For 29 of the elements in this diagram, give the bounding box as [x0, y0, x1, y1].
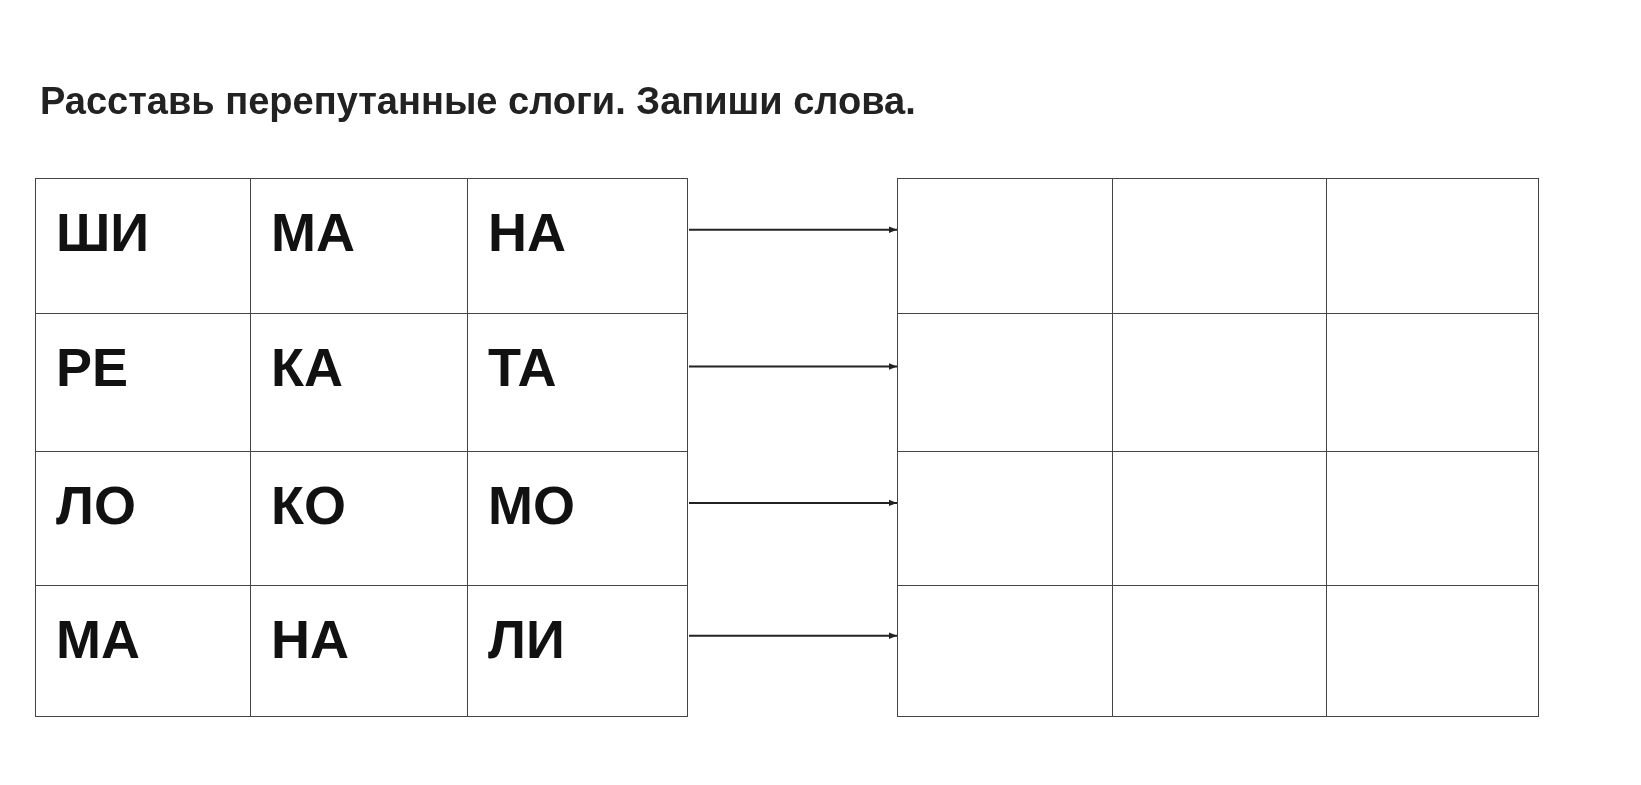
- syllable-cell: МО: [468, 452, 688, 586]
- syllable-cell: РЕ: [35, 314, 251, 452]
- syllable-cell: ЛО: [35, 452, 251, 586]
- answer-cell: [1327, 452, 1539, 586]
- syllable-cell: МА: [35, 586, 251, 717]
- answer-cell: [897, 586, 1113, 717]
- arrow: [688, 226, 898, 233]
- syllable-cell: ТА: [468, 314, 688, 452]
- syllable-cell: НА: [251, 586, 468, 717]
- answer-cell: [1113, 452, 1327, 586]
- answer-cell: [1327, 586, 1539, 717]
- answer-cell: [1113, 178, 1327, 314]
- arrow: [688, 499, 898, 507]
- syllable-cell: ЛИ: [468, 586, 688, 717]
- syllable-cell: КО: [251, 452, 468, 586]
- task-heading: Расставь перепутанные слоги. Запиши слова.: [40, 80, 916, 123]
- syllable-cell: МА: [251, 178, 468, 314]
- arrow: [688, 363, 898, 370]
- syllable-cell: ШИ: [35, 178, 251, 314]
- answer-cell: [1327, 314, 1539, 452]
- syllable-cell: КА: [251, 314, 468, 452]
- answer-cell: [897, 314, 1113, 452]
- answer-cell: [1113, 586, 1327, 717]
- arrow: [688, 632, 898, 639]
- answer-cell: [897, 452, 1113, 586]
- syllable-cell: НА: [468, 178, 688, 314]
- answer-cell: [1327, 178, 1539, 314]
- answer-cell: [897, 178, 1113, 314]
- answer-cell: [1113, 314, 1327, 452]
